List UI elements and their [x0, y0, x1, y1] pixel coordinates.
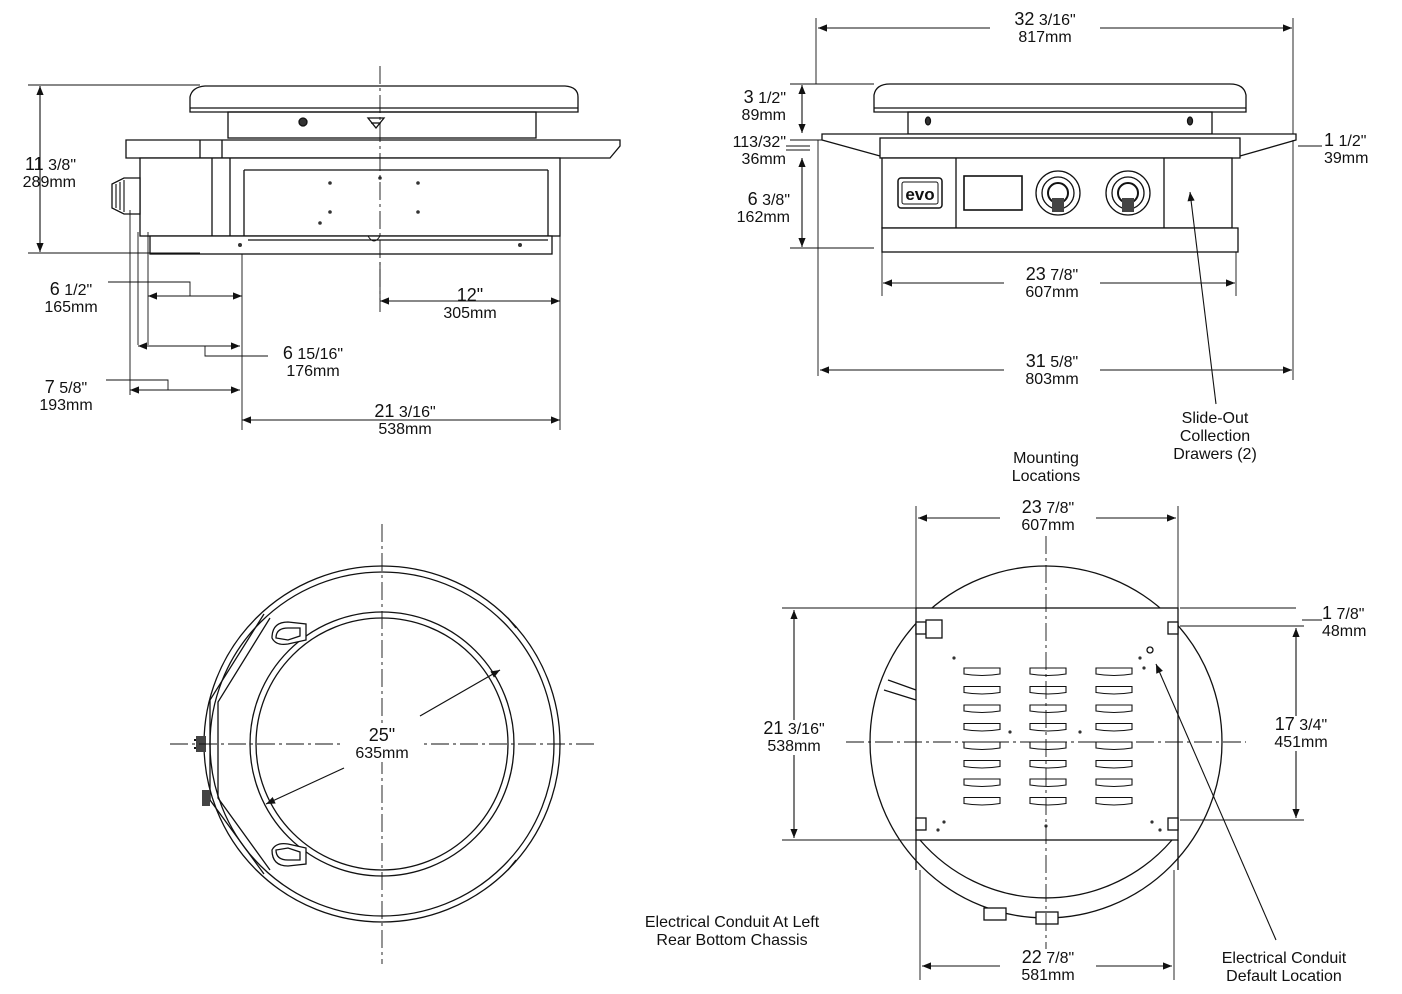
dim-side-d1: 6 1/2" 165mm — [44, 279, 98, 316]
vent-slot — [1095, 685, 1133, 695]
dim-front-outer: 31 5/8" 803mm — [1004, 352, 1100, 388]
dim-side-d2: 6 15/16" 176mm — [282, 343, 344, 380]
brand-logo: evo — [905, 185, 935, 204]
vent-slot — [1029, 759, 1067, 769]
vent-slot — [1095, 778, 1133, 788]
vent-slot — [1095, 722, 1133, 732]
vent-slot — [963, 759, 1001, 769]
dim-bottom-width: 23 7/8" 607mm — [1000, 498, 1096, 534]
vent-slot — [1095, 704, 1133, 714]
side-view — [28, 66, 621, 430]
dim-bottom-depth: 21 3/16" 538mm — [748, 719, 840, 755]
dim-side-d3: 7 5/8" 193mm — [39, 377, 93, 414]
vent-slot — [963, 778, 1001, 788]
dim-front-body: 6 3/8" 162mm — [736, 189, 790, 226]
note-drawers: Slide-Out Collection Drawers (2) — [1173, 410, 1257, 463]
note-mounting: Mounting Locations — [1011, 450, 1081, 485]
vent-slot — [1029, 685, 1067, 695]
vent-slot — [1095, 759, 1133, 769]
vent-slot — [1029, 741, 1067, 751]
dim-front-inner: 23 7/8" 607mm — [1004, 265, 1100, 301]
vent-slot — [963, 667, 1001, 677]
vent-slot — [1095, 741, 1133, 751]
dim-bottom-mount-depth: 17 3/4" 451mm — [1256, 715, 1346, 751]
dim-front-flange: 113/32" 36mm — [732, 134, 786, 168]
front-view — [786, 18, 1322, 405]
vent-slot — [963, 722, 1001, 732]
vent-slot — [963, 685, 1001, 695]
vent-slots — [963, 667, 1133, 806]
dim-bottom-base: 22 7/8" 581mm — [1000, 948, 1096, 984]
vent-slot — [963, 704, 1001, 714]
dim-front-rim: 1 1/2" 39mm — [1324, 130, 1369, 167]
vent-slot — [1029, 667, 1067, 677]
dim-bottom-offset: 1 7/8" 48mm — [1322, 603, 1367, 640]
bottom-view — [782, 506, 1322, 980]
vent-slot — [1029, 796, 1067, 806]
vent-slot — [1029, 722, 1067, 732]
vent-slot — [963, 741, 1001, 751]
dim-front-width: 32 3/16" 817mm — [990, 10, 1100, 46]
dim-side-d5: 21 3/16" 538mm — [374, 401, 436, 438]
vent-slot — [1095, 667, 1133, 677]
vent-slot — [1029, 778, 1067, 788]
vent-slot — [1095, 796, 1133, 806]
dim-top-diameter: 25" 635mm — [340, 726, 424, 762]
dim-front-top: 3 1/2" 89mm — [741, 87, 786, 124]
note-conduit-left: Electrical Conduit At Left Rear Bottom C… — [644, 914, 820, 949]
dim-side-d4: 12" 305mm — [443, 285, 497, 322]
vent-slot — [963, 796, 1001, 806]
dim-side-height: 11 3/8" 289mm — [22, 154, 76, 191]
note-conduit-default: Electrical Conduit Default Location — [1221, 950, 1347, 985]
vent-slot — [1029, 704, 1067, 714]
